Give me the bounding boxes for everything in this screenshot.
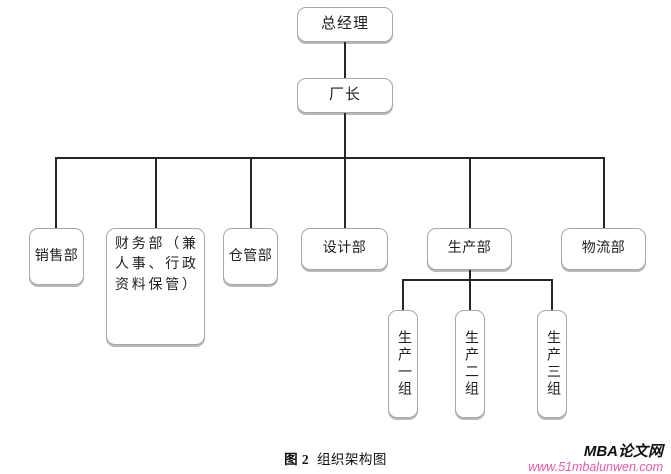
node-sales-dept[interactable]: 销售部 (29, 228, 84, 285)
bus-departments (55, 157, 604, 159)
connector-subbus-to-group1 (402, 279, 404, 310)
node-finance-dept[interactable]: 财务部（兼人事、行政资料保管） (106, 228, 205, 345)
node-finance-dept-label: 财务部（兼人事、行政资料保管） (115, 237, 196, 293)
node-plant-director-label: 厂长 (328, 86, 361, 103)
connector-gm-to-plant (344, 42, 346, 78)
node-production-group-3[interactable]: 生产三组 (537, 310, 567, 418)
node-production-group-1-label: 生产一组 (396, 330, 411, 398)
node-logistics-dept-label: 物流部 (581, 240, 626, 256)
node-general-manager[interactable]: 总经理 (297, 7, 393, 42)
figure-caption: 图 2 组织架构图 (0, 448, 671, 468)
connector-plant-to-bus (344, 113, 346, 158)
node-design-dept[interactable]: 设计部 (301, 228, 388, 270)
connector-bus-to-production (469, 157, 471, 228)
node-design-dept-label: 设计部 (322, 240, 367, 256)
connector-bus-to-sales (55, 157, 57, 228)
connector-bus-to-logistics (603, 157, 605, 228)
figure-number: 图 2 (284, 452, 310, 467)
node-warehouse-dept[interactable]: 仓管部 (223, 228, 278, 285)
connector-bus-to-design (344, 157, 346, 228)
connector-subbus-to-group3 (551, 279, 553, 310)
node-sales-dept-label: 销售部 (34, 249, 79, 264)
bus-production-groups (402, 279, 552, 281)
node-production-group-1[interactable]: 生产一组 (388, 310, 418, 418)
node-plant-director[interactable]: 厂长 (297, 78, 393, 113)
node-production-group-3-label: 生产三组 (545, 330, 560, 398)
connector-subbus-to-group2 (469, 279, 471, 310)
node-general-manager-label: 总经理 (320, 15, 369, 32)
watermark-url: www.51mbalunwen.com (528, 460, 663, 474)
watermark: MBA论文网 www.51mbalunwen.com (528, 443, 663, 474)
node-production-dept-label: 生产部 (447, 240, 492, 256)
node-warehouse-dept-label: 仓管部 (228, 249, 273, 264)
node-production-group-2[interactable]: 生产二组 (455, 310, 485, 418)
watermark-brand: MBA论文网 (583, 443, 663, 460)
node-production-dept[interactable]: 生产部 (427, 228, 512, 270)
node-logistics-dept[interactable]: 物流部 (561, 228, 646, 270)
node-production-group-2-label: 生产二组 (463, 330, 478, 398)
figure-title: 组织架构图 (316, 452, 387, 467)
connector-bus-to-warehouse (250, 157, 252, 228)
connector-bus-to-finance (155, 157, 157, 228)
